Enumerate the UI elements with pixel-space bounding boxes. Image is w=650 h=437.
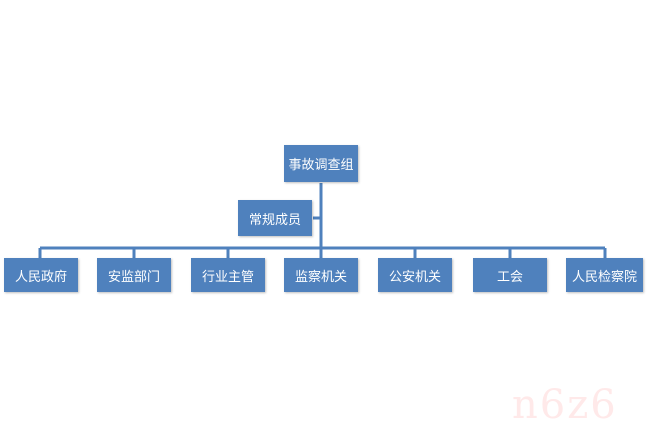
assistant-node-label: 常规成员 xyxy=(248,212,301,228)
child-node-label: 公安机关 xyxy=(388,269,441,285)
child-node: 行业主管 xyxy=(191,258,265,292)
child-node: 监察机关 xyxy=(284,258,358,292)
child-node: 安监部门 xyxy=(97,258,171,292)
child-node-label: 监察机关 xyxy=(294,269,347,285)
child-node-label: 人民政府 xyxy=(14,269,67,285)
child-node-label: 安监部门 xyxy=(107,269,160,285)
root-node-label: 事故调查组 xyxy=(288,158,354,173)
watermark: n6z6 xyxy=(512,382,618,428)
assistant-node: 常规成员 xyxy=(238,200,312,236)
child-node: 工会 xyxy=(473,258,547,292)
root-node: 事故调查组 xyxy=(284,145,358,182)
child-node: 人民政府 xyxy=(4,258,78,292)
child-node: 人民检察院 xyxy=(566,258,643,292)
child-node-label: 行业主管 xyxy=(201,269,254,285)
child-node-label: 人民检察院 xyxy=(571,269,637,285)
child-node-label: 工会 xyxy=(496,269,523,285)
child-node: 公安机关 xyxy=(378,258,452,292)
